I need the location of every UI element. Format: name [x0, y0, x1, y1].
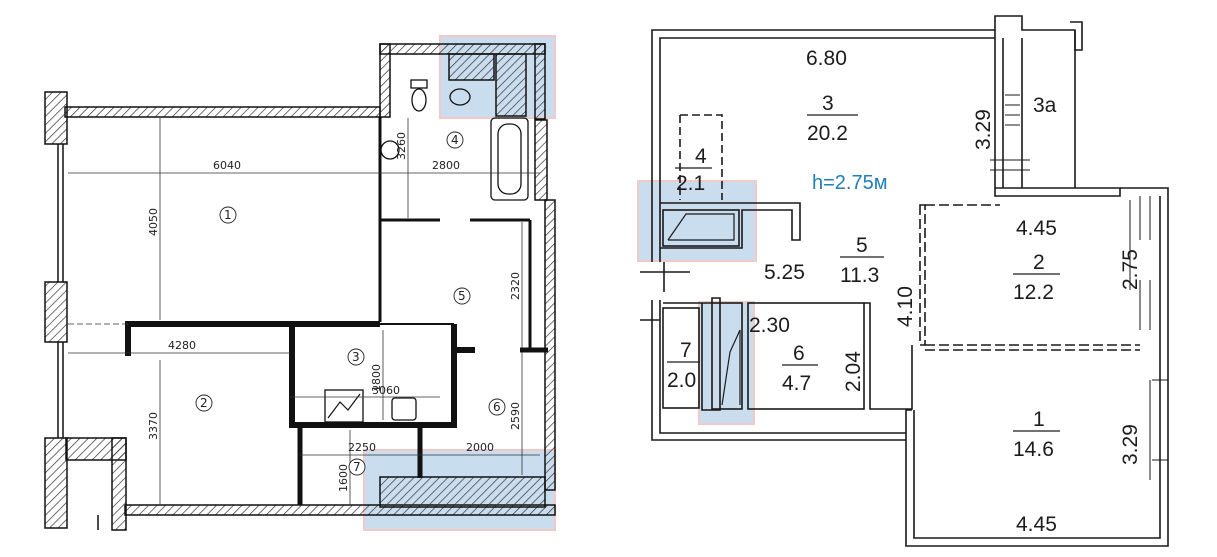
room-1-area: 14.6 — [1013, 438, 1054, 461]
room-4-number: 4 — [695, 145, 707, 168]
room-5-number: 5 — [856, 234, 868, 257]
room-3a-label: 3а — [1033, 94, 1057, 117]
dim-2800: 2800 — [432, 159, 460, 172]
room-3-number: 3 — [822, 92, 834, 115]
dim-4-10: 4.10 — [894, 286, 917, 327]
dim-3-29-bottom: 3.29 — [1119, 424, 1142, 465]
room-7-number: 7 — [680, 339, 692, 362]
room-2-area: 12.2 — [1013, 281, 1054, 304]
exterior-walls — [44, 43, 556, 531]
dim-4-45-bottom: 4.45 — [1016, 513, 1057, 536]
room-number-3: 3 — [352, 350, 360, 364]
dim-2250: 2250 — [348, 441, 376, 454]
right-plan-labels: 6.80 3 20.2 3.29 3а h=2.75м 4 2.1 4.45 5… — [667, 47, 1142, 536]
room-number-7: 7 — [353, 460, 361, 474]
room-3-area: 20.2 — [807, 122, 848, 145]
washbasin-icon — [380, 140, 400, 160]
room-6-area: 4.7 — [782, 372, 811, 395]
outer-walls — [651, 15, 1169, 547]
dim-2-04: 2.04 — [842, 351, 865, 392]
dim-6-80: 6.80 — [806, 47, 847, 70]
dim-2-30: 2.30 — [749, 314, 790, 337]
room-4-area: 2.1 — [676, 172, 705, 195]
room-number-5: 5 — [458, 289, 466, 303]
dim-3370: 3370 — [147, 412, 160, 440]
dim-4280: 4280 — [168, 339, 196, 352]
dim-2590: 2590 — [509, 402, 522, 430]
dim-2320: 2320 — [509, 272, 522, 300]
room-number-6: 6 — [493, 400, 501, 414]
room-2-number: 2 — [1033, 251, 1045, 274]
room-5-area: 11.3 — [840, 264, 879, 287]
room-number-1: 1 — [224, 208, 232, 222]
dimension-lines — [68, 118, 540, 505]
bathroom-fixtures — [324, 79, 529, 423]
sink-icon — [449, 88, 471, 106]
dim-2000: 2000 — [466, 441, 494, 454]
fixtures-right — [667, 213, 741, 406]
dim-3-29-top: 3.29 — [972, 109, 995, 150]
ceiling-height-label: h=2.75м — [812, 172, 887, 194]
right-floor-plan — [637, 15, 1169, 547]
kitchen-stove-icon — [324, 389, 364, 423]
highlight-wet-zone-middle — [698, 301, 755, 425]
interior-walls-right — [640, 114, 1140, 411]
window-frames — [57, 144, 99, 530]
left-floor-plan: 6040 2800 3260 4050 2320 4280 1800 3060 … — [44, 35, 556, 531]
dim-3060: 3060 — [372, 384, 400, 397]
room-6-number: 6 — [793, 342, 805, 365]
kitchen-sink-icon — [391, 397, 417, 421]
room-7-area: 2.0 — [667, 369, 696, 392]
dim-4050: 4050 — [147, 208, 160, 236]
dim-6040: 6040 — [213, 159, 241, 172]
room-1-number: 1 — [1033, 408, 1045, 431]
room-number-4: 4 — [451, 133, 459, 147]
room-circles — [195, 131, 506, 476]
dim-1600: 1600 — [337, 464, 350, 492]
dim-3260: 3260 — [395, 132, 408, 160]
dim-1800: 1800 — [370, 364, 383, 392]
dim-4-45-top: 4.45 — [1016, 217, 1057, 240]
dim-5-25: 5.25 — [764, 261, 805, 284]
room-number-2: 2 — [200, 396, 208, 410]
bathtub — [490, 117, 529, 201]
dim-2-75: 2.75 — [1119, 249, 1142, 290]
window-marks — [990, 94, 1168, 480]
toilet-upper-icon — [411, 88, 427, 112]
